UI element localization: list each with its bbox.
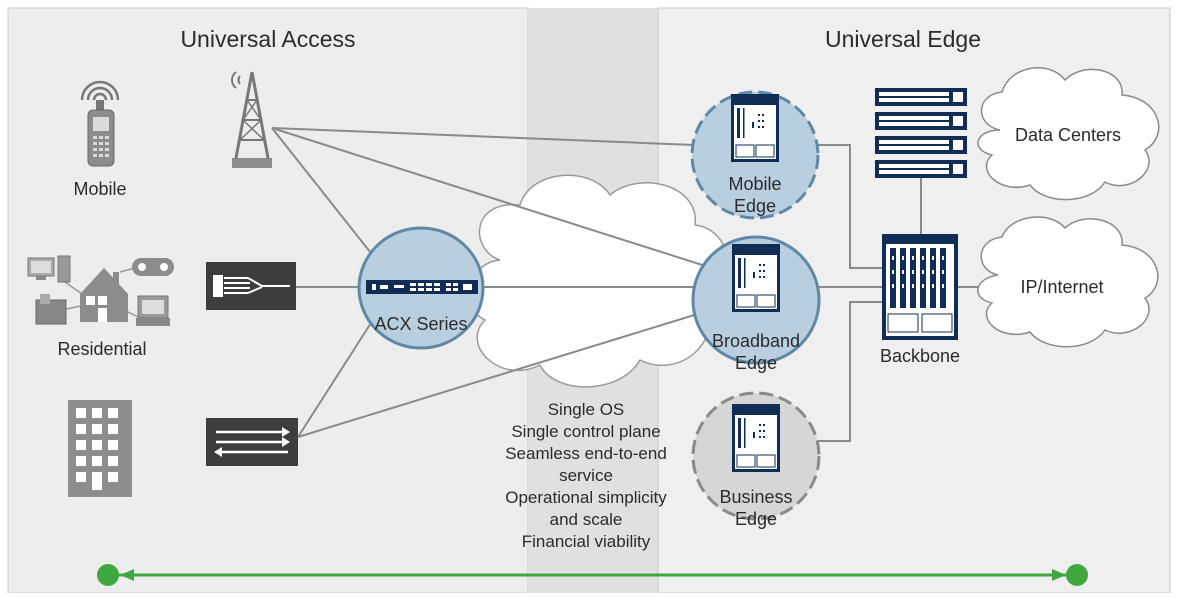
- end-to-end-arrow: [97, 564, 1088, 586]
- mobile-edge-node: Mobile Edge: [690, 90, 820, 220]
- universal-edge-header: Universal Edge: [825, 26, 981, 52]
- router-chassis-icon: [732, 244, 780, 312]
- feature-item: Single control plane: [511, 422, 660, 441]
- cell-tower-icon: [231, 71, 272, 168]
- data-center-servers-icon: [875, 88, 967, 178]
- mobile-edge-label-line2: Edge: [734, 196, 776, 216]
- acx-series-node: ACX Series: [357, 226, 485, 350]
- business-access-device-icon: [206, 418, 298, 466]
- broadband-edge-label-line2: Edge: [735, 353, 777, 373]
- ip-internet-label: IP/Internet: [1020, 277, 1103, 297]
- residential-access-device-icon: [206, 262, 296, 310]
- mobile-label: Mobile: [73, 179, 126, 199]
- residential-label: Residential: [57, 339, 146, 359]
- ip-internet-cloud: IP/Internet: [977, 216, 1159, 348]
- business-edge-node: Business Edge: [691, 391, 821, 529]
- router-chassis-icon: [731, 94, 779, 162]
- data-centers-cloud: Data Centers: [977, 67, 1160, 201]
- backbone-label: Backbone: [880, 346, 960, 366]
- mobile-phone-icon: [80, 80, 120, 167]
- feature-list: Single OS Single control plane Seamless …: [505, 400, 667, 551]
- office-building-icon: [68, 400, 132, 497]
- feature-item: Seamless end-to-end: [505, 444, 667, 463]
- arrow-end-dot: [1066, 564, 1088, 586]
- connection-lines: [271, 127, 985, 442]
- broadband-edge-label-line1: Broadband: [712, 331, 800, 351]
- mobile-edge-label-line1: Mobile: [728, 174, 781, 194]
- feature-item: service: [559, 466, 613, 485]
- residential-icon-cluster: [27, 255, 174, 326]
- acx-series-label: ACX Series: [374, 314, 467, 334]
- feature-item: and scale: [550, 510, 623, 529]
- feature-item: Single OS: [548, 400, 625, 419]
- data-centers-label: Data Centers: [1015, 125, 1121, 145]
- arrow-start-dot: [97, 564, 119, 586]
- router-chassis-icon: [732, 404, 780, 472]
- backbone-router-icon: [882, 234, 958, 340]
- feature-item: Operational simplicity: [505, 488, 667, 507]
- business-edge-label-line2: Edge: [735, 509, 777, 529]
- transport-cloud: [467, 174, 730, 388]
- feature-item: Financial viability: [522, 532, 651, 551]
- universal-access-header: Universal Access: [180, 26, 355, 52]
- broadband-edge-node: Broadband Edge: [691, 235, 821, 373]
- business-edge-label-line1: Business: [719, 487, 792, 507]
